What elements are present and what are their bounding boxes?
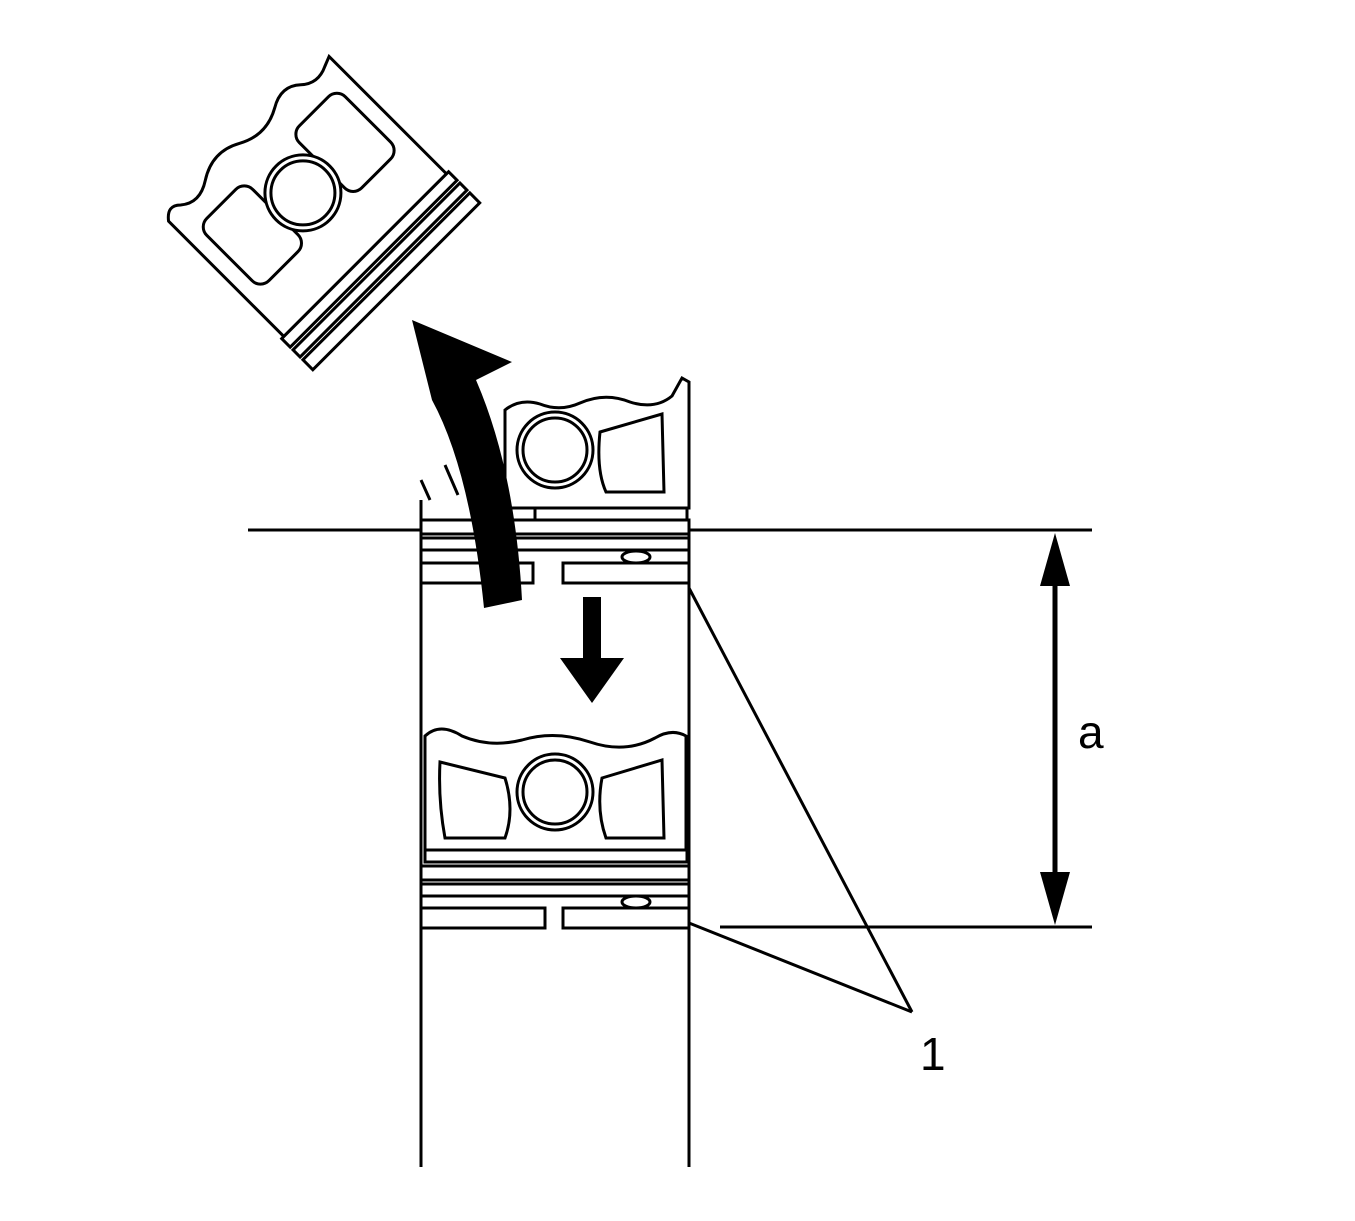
tilted-ring-1 — [279, 169, 460, 350]
leader-lines — [687, 587, 914, 1014]
tilted-ring-2 — [290, 180, 470, 360]
dimension-arrow-a — [1040, 533, 1070, 925]
tilt-arrow — [412, 320, 522, 608]
lower-piston — [419, 727, 691, 930]
lower-window-left — [438, 760, 512, 840]
cylinder-bore — [419, 500, 691, 1167]
upper-piston — [419, 375, 691, 585]
tilted-piston — [166, 53, 482, 372]
insert-arrow — [560, 597, 624, 703]
tilted-ring-3 — [300, 190, 482, 372]
arrowhead-up — [1040, 533, 1070, 586]
lower-ring-left — [419, 906, 547, 930]
leader-line-lower — [688, 921, 913, 1014]
lower-window-right — [598, 757, 666, 840]
arrowhead-down — [1040, 872, 1070, 925]
leader-line-upper — [687, 587, 914, 1013]
lower-ring-right — [561, 906, 691, 930]
upper-ring-right — [561, 561, 691, 585]
upper-window-right — [597, 412, 666, 494]
callout-label-1: 1 — [920, 1028, 946, 1080]
dimension-label-a: a — [1078, 706, 1104, 758]
